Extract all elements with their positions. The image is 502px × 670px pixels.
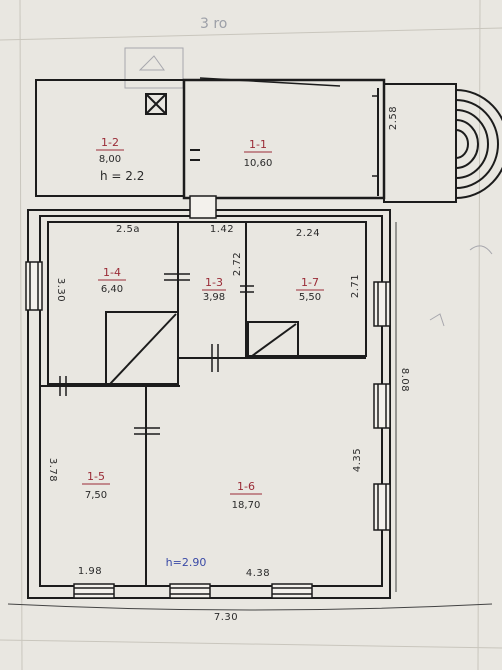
dim-porch: 2.58: [388, 106, 399, 130]
room-1-1-number: 1-1: [249, 138, 267, 151]
room-1-1-area: 10,60: [244, 158, 273, 169]
room-1-2-number: 1-2: [101, 136, 119, 149]
door-marks: [59, 95, 378, 435]
room-1-1: 1-1 10,60: [244, 138, 273, 169]
pencil-sketch: [124, 47, 493, 327]
room-1-5-number: 1-5: [87, 470, 105, 483]
room-1-7-number: 1-7: [301, 276, 319, 289]
room-1-3-number: 1-3: [205, 276, 223, 289]
windows: [25, 195, 391, 599]
room-1-4-area: 6,40: [101, 284, 123, 295]
dim-bottom-right: 4.38: [246, 568, 270, 579]
room-1-3: 1-3 3,98: [202, 276, 226, 303]
room-1-2-height-note: h = 2.2: [100, 169, 144, 183]
dim-left-upper: 3.30: [55, 278, 66, 302]
annex-walls: [35, 77, 457, 203]
room-1-4: 1-4 6,40: [98, 266, 126, 295]
dim-top-mid: 1.42: [210, 224, 234, 235]
dim-bottom-left: 1.98: [78, 566, 102, 577]
dim-overall-height: 8.08: [399, 368, 410, 392]
room-1-6-area: 18,70: [232, 500, 261, 511]
room-1-6-number: 1-6: [237, 480, 255, 493]
chimney-box: [145, 93, 167, 115]
room-1-3-area: 3,98: [203, 292, 225, 303]
stairs-left: [105, 311, 179, 387]
porch-steps: [377, 88, 502, 199]
dim-right-upper: 2.71: [350, 274, 361, 298]
dim-top-left: 2.5a: [116, 224, 140, 235]
dim-room13-height: 2.72: [232, 252, 243, 276]
dim-right-mid: 4.35: [352, 448, 363, 472]
room-1-2-area: 8,00: [99, 154, 121, 165]
room-1-4-number: 1-4: [103, 266, 121, 279]
dim-overall-width: 7.30: [214, 612, 238, 623]
room-1-7-area: 5,50: [299, 292, 321, 303]
dimension-lines: [7, 222, 493, 611]
room-1-5: 1-5 7,50: [82, 470, 110, 501]
dim-left-lower: 3.78: [47, 458, 58, 482]
dim-top-right: 2.24: [296, 228, 320, 239]
main-walls: [27, 209, 391, 599]
pencil-note-top: 3 ro: [200, 16, 227, 32]
stairs-right: [247, 321, 299, 359]
room-1-5-area: 7,50: [85, 490, 107, 501]
room-1-6: 1-6 18,70: [230, 480, 262, 511]
room-1-2: 1-2 8,00 h = 2.2: [96, 136, 144, 183]
house-height-note: h=2.90: [166, 556, 207, 569]
room-1-7: 1-7 5,50: [296, 276, 324, 303]
